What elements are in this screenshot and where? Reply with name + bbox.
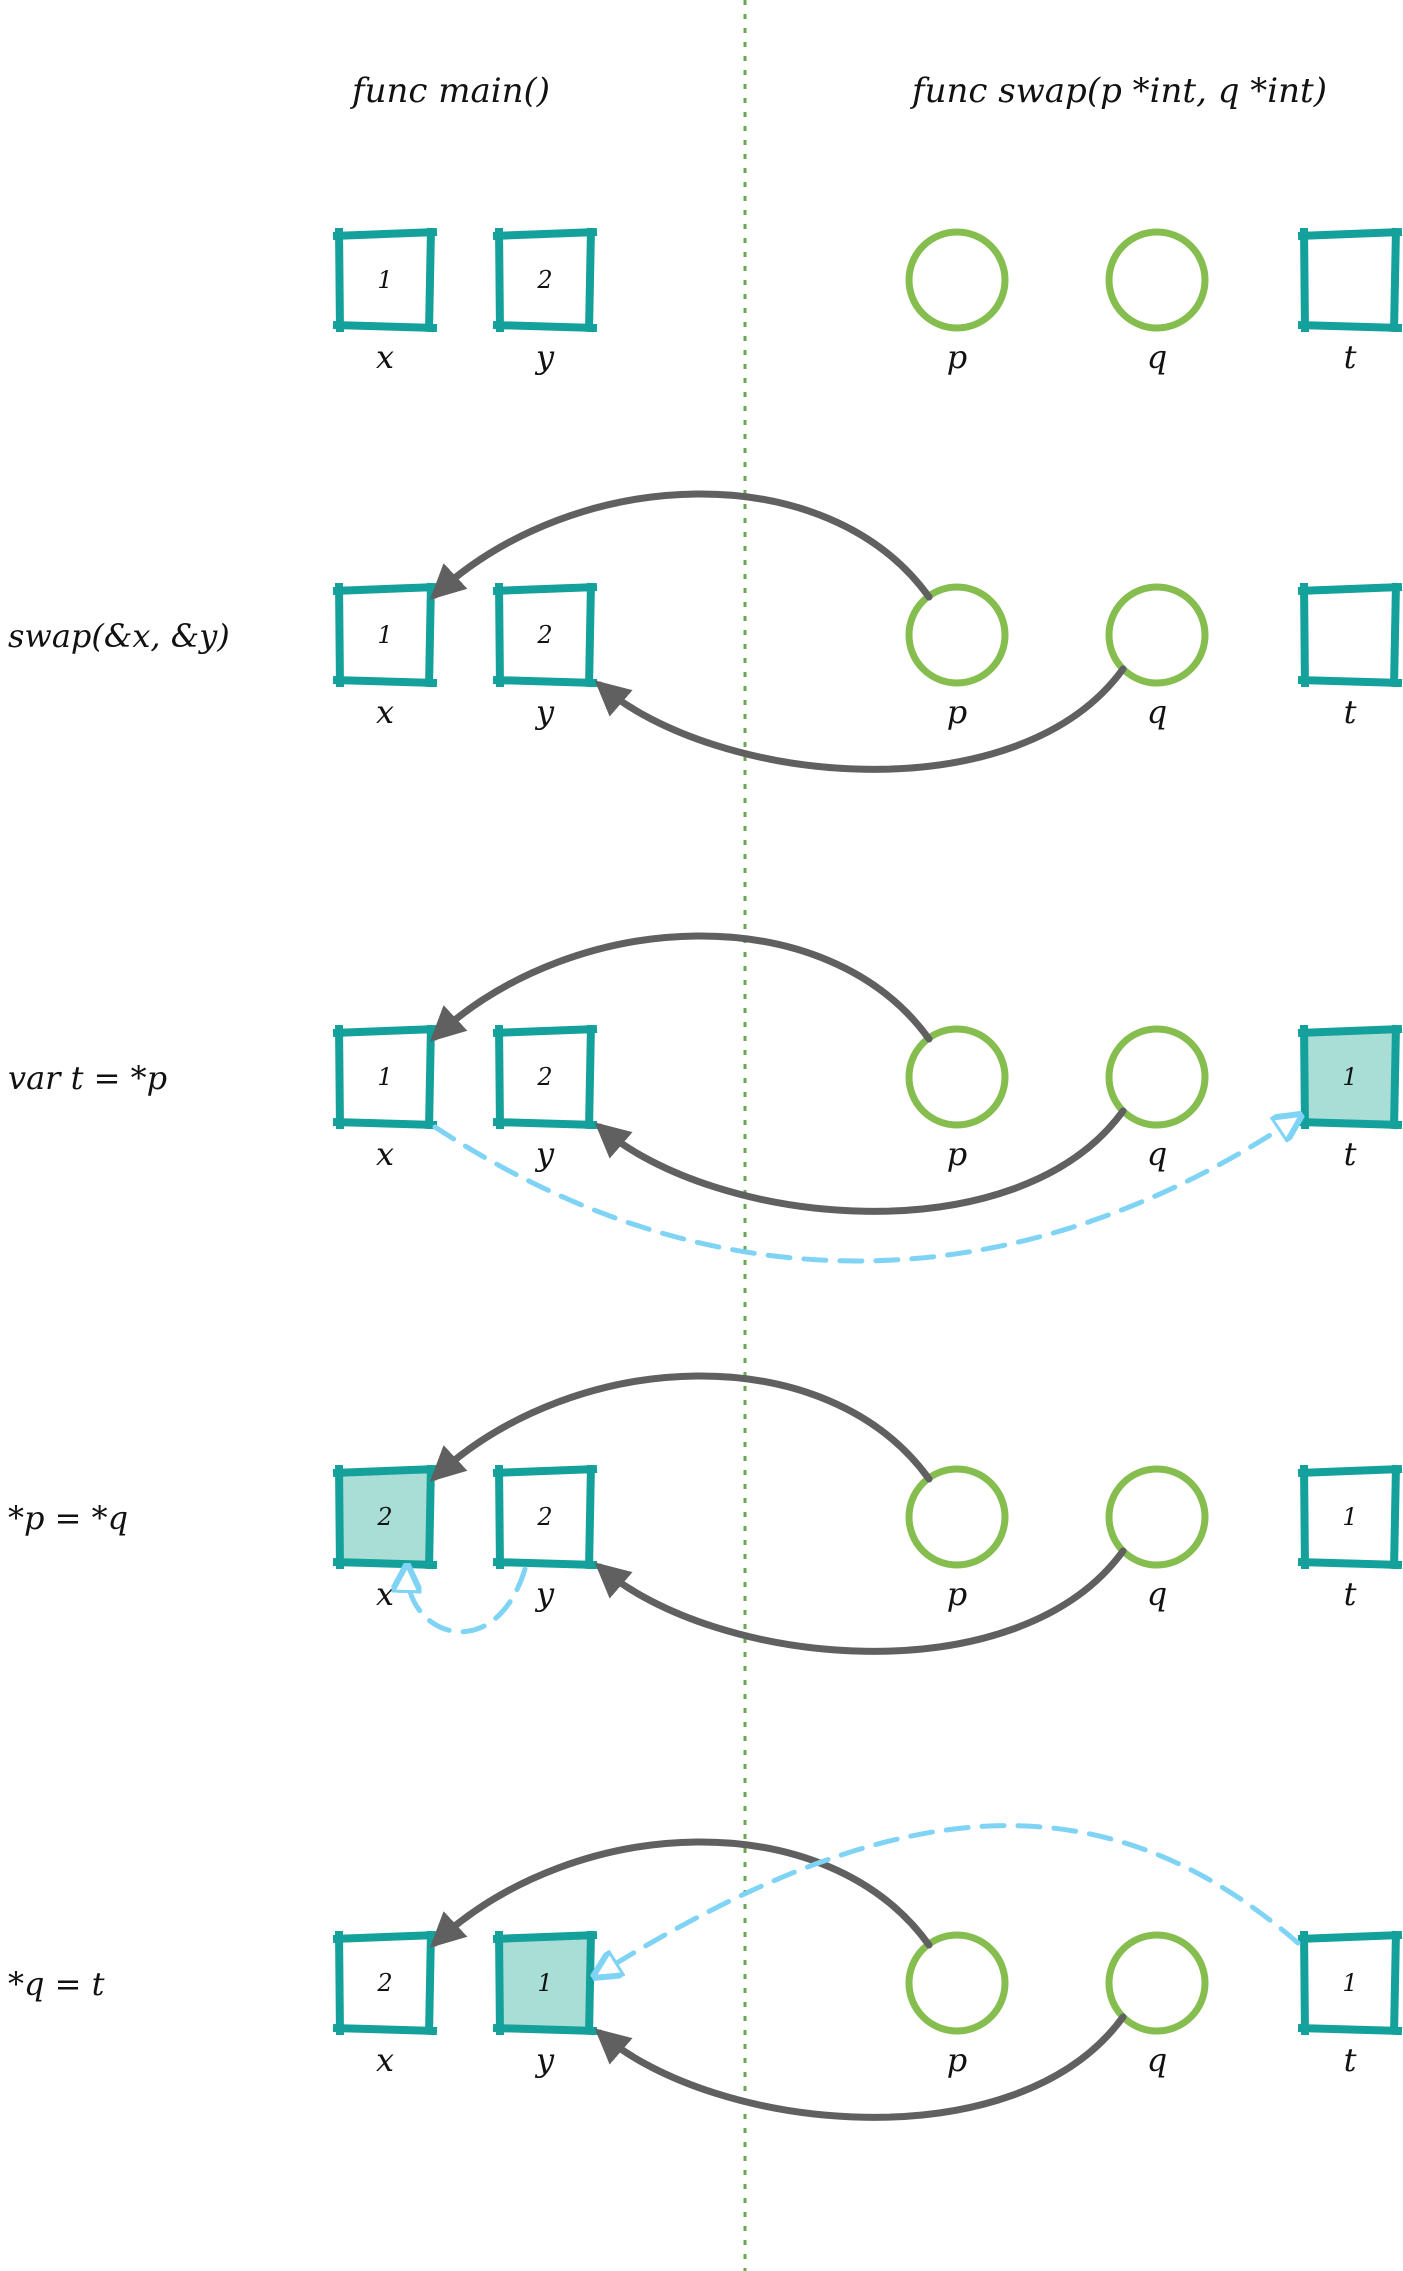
- value-x: 1: [377, 621, 392, 649]
- label-p: p: [947, 338, 967, 376]
- value-t: 1: [1342, 1503, 1357, 1531]
- pointer-q-circle: [1105, 228, 1209, 332]
- label-t: t: [1344, 693, 1357, 731]
- pointer-arrow-p-to-x: [429, 1372, 933, 1483]
- box-t: [1297, 227, 1403, 333]
- pointer-p-circle: [905, 1025, 1009, 1129]
- label-q: q: [1147, 2041, 1167, 2079]
- copy-arrow-y-to-x: [407, 1569, 528, 1635]
- label-t: t: [1344, 1575, 1357, 1613]
- pointer-p-circle: [905, 583, 1009, 687]
- label-x: x: [376, 693, 394, 731]
- box-x: [332, 227, 438, 333]
- box-x-fill: [339, 1471, 431, 1563]
- diagram-row: swap(&x, &y) 1 2 x y p q t: [8, 490, 1403, 773]
- pointer-q-circle: [1105, 1025, 1209, 1129]
- box-y: [492, 1024, 598, 1130]
- box-t: [1297, 1024, 1403, 1130]
- pointer-arrow-p-to-x: [429, 932, 933, 1043]
- diagram-row: 1 2 x y p q t: [332, 227, 1403, 376]
- swap-func-heading: func swap(p *int, q *int): [909, 71, 1327, 111]
- pointer-p-circle: [905, 1931, 1009, 2035]
- label-p: p: [947, 693, 967, 731]
- pointer-arrow-q-to-y: [594, 1547, 1127, 1655]
- box-t: [1297, 1930, 1403, 2036]
- label-t: t: [1344, 1135, 1357, 1173]
- label-y: y: [534, 2041, 555, 2079]
- label-x: x: [376, 338, 394, 376]
- box-t: [1297, 1464, 1403, 1570]
- box-t: [1297, 582, 1403, 688]
- value-y: 2: [536, 1063, 552, 1091]
- value-y: 2: [536, 1503, 552, 1531]
- value-t: 1: [1342, 1063, 1357, 1091]
- box-y: [492, 227, 598, 333]
- label-y: y: [534, 338, 555, 376]
- value-x: 2: [376, 1969, 392, 1997]
- step-label: *p = *q: [8, 1499, 128, 1537]
- step-label: var t = *p: [8, 1059, 167, 1097]
- copy-arrow-x-to-t: [432, 1117, 1298, 1264]
- pointer-arrow-q-to-y: [594, 665, 1127, 773]
- value-y: 2: [536, 621, 552, 649]
- pointer-arrow-q-to-y: [594, 2013, 1127, 2121]
- label-q: q: [1147, 693, 1167, 731]
- label-p: p: [947, 2041, 967, 2079]
- diagram-row: *q = t 2 1 1 x y p q t: [8, 1823, 1403, 2121]
- step-label: swap(&x, &y): [8, 617, 230, 655]
- value-y: 1: [537, 1969, 552, 1997]
- label-q: q: [1147, 1575, 1167, 1613]
- pointer-arrow-p-to-x: [429, 1838, 933, 1949]
- label-y: y: [534, 1135, 555, 1173]
- box-x: [332, 1464, 438, 1570]
- box-x: [332, 1024, 438, 1130]
- label-x: x: [376, 1575, 394, 1613]
- pointer-p-circle: [905, 228, 1009, 332]
- box-x: [332, 582, 438, 688]
- value-y: 2: [536, 266, 552, 294]
- value-x: 1: [377, 266, 392, 294]
- label-y: y: [534, 1575, 555, 1613]
- box-y: [492, 1930, 598, 2036]
- step-label: *q = t: [8, 1965, 105, 2003]
- diagram-row: *p = *q 2 2 1 x y p q t: [8, 1372, 1403, 1655]
- main-func-heading: func main(): [349, 71, 550, 111]
- diagram-row: var t = *p 1 2 1 x y p q t: [8, 932, 1403, 1264]
- label-q: q: [1147, 1135, 1167, 1173]
- pointer-p-circle: [905, 1465, 1009, 1569]
- box-y: [492, 1464, 598, 1570]
- pointer-arrow-q-to-y: [594, 1107, 1127, 1215]
- pointer-q-circle: [1105, 583, 1209, 687]
- pointer-arrow-p-to-x: [429, 490, 933, 601]
- value-t: 1: [1342, 1969, 1357, 1997]
- pointer-q-circle: [1105, 1931, 1209, 2035]
- box-t-fill: [1304, 1031, 1396, 1123]
- pointer-q-circle: [1105, 1465, 1209, 1569]
- label-p: p: [947, 1135, 967, 1173]
- label-y: y: [534, 693, 555, 731]
- box-y: [492, 582, 598, 688]
- value-x: 1: [377, 1063, 392, 1091]
- label-t: t: [1344, 2041, 1357, 2079]
- label-p: p: [947, 1575, 967, 1613]
- copy-arrow-t-to-y: [597, 1823, 1301, 1975]
- label-q: q: [1147, 338, 1167, 376]
- box-x: [332, 1930, 438, 2036]
- box-y-fill: [499, 1937, 591, 2029]
- value-x: 2: [376, 1503, 392, 1531]
- label-x: x: [376, 1135, 394, 1173]
- label-x: x: [376, 2041, 394, 2079]
- label-t: t: [1344, 338, 1357, 376]
